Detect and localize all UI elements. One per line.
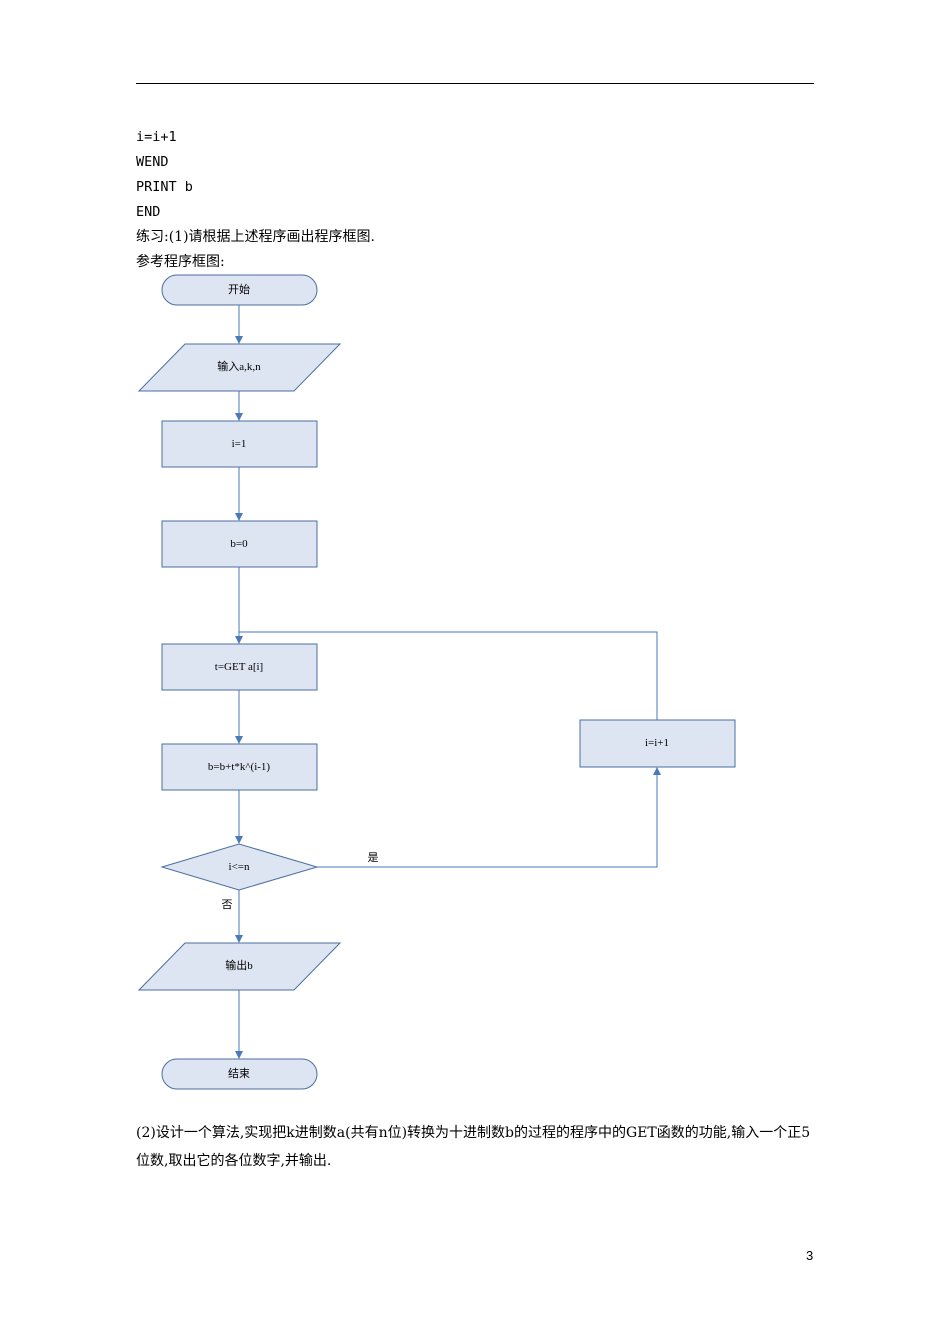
loop-back-line	[239, 631, 658, 720]
code-line-3: PRINT b	[136, 179, 193, 195]
no-label: 否	[222, 899, 233, 911]
increment-label: i=i+1	[645, 737, 669, 749]
header-rule	[136, 83, 814, 84]
page-number: 3	[806, 1248, 814, 1263]
condition-diamond	[160, 843, 319, 891]
end-label: 结束	[228, 1067, 250, 1080]
input-parallelogram	[137, 343, 342, 392]
reference-label: 参考程序框图:	[136, 254, 225, 270]
init-i-box	[161, 420, 318, 468]
yes-label: 是	[368, 851, 379, 864]
flow-shapes	[137, 274, 736, 1090]
update-b-box	[161, 743, 318, 791]
get-label: t=GET a[i]	[215, 661, 263, 673]
code-line-4: END	[136, 204, 161, 220]
flow-connectors	[235, 305, 661, 1059]
update-b-label: b=b+t*k^(i-1)	[208, 761, 271, 773]
get-box	[161, 643, 318, 691]
start-label: 开始	[228, 282, 250, 296]
code-line-1: i=i+1	[136, 129, 177, 145]
code-line-2: WEND	[136, 154, 169, 170]
arrow-yes-to-increment	[317, 767, 661, 868]
start-terminal	[161, 274, 318, 306]
condition-label: i<=n	[229, 861, 250, 873]
init-i-label: i=1	[232, 438, 247, 450]
part2-paragraph: (2)设计一个算法,实现把k进制数a(共有n位)转换为十进制数b的过程的程序中的…	[136, 1125, 811, 1169]
input-label: 输入a,k,n	[217, 359, 261, 373]
end-terminal	[161, 1058, 318, 1090]
output-label: 输出b	[225, 958, 253, 972]
output-parallelogram	[137, 942, 342, 991]
init-b-box	[161, 520, 318, 568]
init-b-label: b=0	[230, 538, 248, 550]
increment-box	[579, 719, 736, 768]
exercise-text: 练习:(1)请根据上述程序画出程序框图.	[136, 229, 375, 245]
